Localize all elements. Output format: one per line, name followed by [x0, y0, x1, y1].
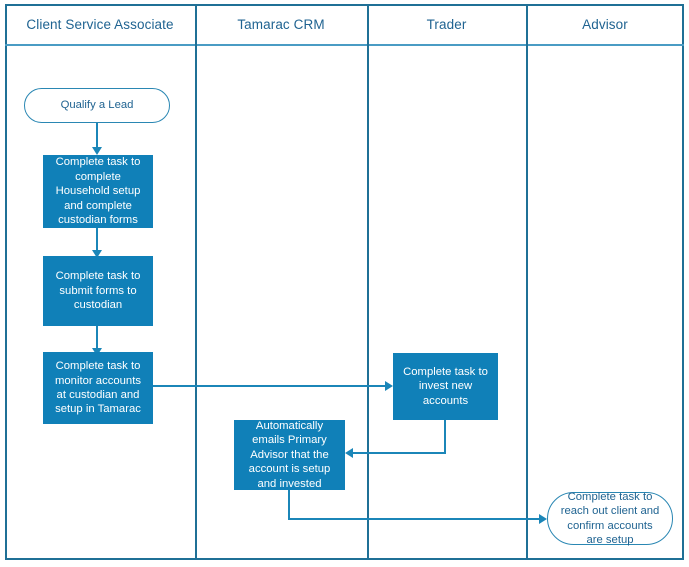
node-label: Complete task to submit forms to custodi… — [55, 270, 141, 312]
lane-divider-crm-trader — [367, 4, 369, 560]
connector-email-down — [288, 490, 290, 520]
node-label: Complete task to complete Household setu… — [55, 156, 141, 227]
connector-email-to-advisor — [288, 518, 540, 520]
lane-header-label: Tamarac CRM — [237, 16, 325, 32]
lane-header-label: Advisor — [582, 16, 628, 32]
node-complete-household-setup[interactable]: Complete task to complete Household setu… — [43, 155, 153, 228]
arrowhead-down-household — [92, 147, 102, 155]
arrowhead-right-advisor — [539, 514, 547, 524]
node-qualify-a-lead[interactable]: Qualify a Lead — [24, 88, 170, 123]
lane-header-tamarac-crm: Tamarac CRM — [195, 4, 367, 44]
arrowhead-down-submit — [92, 250, 102, 258]
connector-invest-to-email — [353, 452, 446, 454]
node-label: Complete task to reach out client and co… — [560, 490, 660, 546]
node-automatically-emails-advisor[interactable]: Automatically emails Primary Advisor tha… — [234, 420, 345, 490]
swimlane-frame — [5, 4, 684, 560]
node-label: Automatically emails Primary Advisor tha… — [248, 419, 331, 490]
node-monitor-accounts-setup-tamarac[interactable]: Complete task to monitor accounts at cus… — [43, 352, 153, 424]
node-submit-forms-to-custodian[interactable]: Complete task to submit forms to custodi… — [43, 256, 153, 326]
node-reach-out-client-confirm[interactable]: Complete task to reach out client and co… — [547, 490, 673, 546]
lane-header-trader: Trader — [367, 4, 526, 44]
connector-monitor-to-invest — [152, 385, 386, 387]
arrowhead-right-invest — [385, 381, 393, 391]
lane-header-divider — [5, 44, 684, 46]
connector-household-to-submit — [96, 228, 98, 253]
connector-invest-down — [444, 420, 446, 453]
lane-header-client-service-associate: Client Service Associate — [5, 4, 195, 44]
lane-header-label: Trader — [426, 16, 467, 32]
lane-header-label: Client Service Associate — [26, 16, 174, 32]
connector-qualify-to-household — [96, 122, 98, 149]
lane-divider-csa-crm — [195, 4, 197, 560]
arrowhead-left-auto-email — [345, 448, 353, 458]
connector-submit-to-monitor — [96, 326, 98, 351]
node-invest-new-accounts[interactable]: Complete task to invest new accounts — [393, 353, 498, 420]
node-label: Complete task to monitor accounts at cus… — [54, 360, 142, 416]
node-label: Complete task to invest new accounts — [403, 365, 488, 407]
lane-divider-trader-advisor — [526, 4, 528, 560]
node-label: Qualify a Lead — [60, 99, 134, 112]
lane-header-advisor: Advisor — [526, 4, 684, 44]
